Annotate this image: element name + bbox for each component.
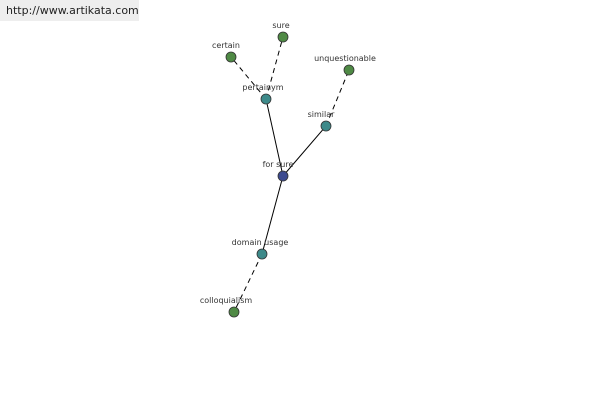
label-unquestionable: unquestionable xyxy=(314,54,376,63)
watermark-banner: http://www.artikata.com xyxy=(0,0,139,21)
edge-for-sure-to-similar xyxy=(282,125,327,177)
node-sure[interactable] xyxy=(277,31,289,43)
node-pertainym[interactable] xyxy=(260,93,272,105)
label-domain-usage: domain usage xyxy=(232,238,289,247)
edge-pertainym-to-certain xyxy=(230,56,267,100)
edge-for-sure-to-domain-usage xyxy=(261,175,284,255)
label-similar: similar xyxy=(308,110,336,119)
label-colloquialism: colloquialism xyxy=(200,296,253,305)
graph-edges xyxy=(230,36,350,313)
node-similar[interactable] xyxy=(320,120,332,132)
node-colloquialism[interactable] xyxy=(228,306,240,318)
label-for-sure: for sure xyxy=(263,160,294,169)
edge-similar-to-unquestionable xyxy=(325,69,350,127)
graph-nodes xyxy=(225,31,355,318)
graph-labels: for sure pertainym similar domain usage cert… xyxy=(200,21,376,305)
label-sure: sure xyxy=(272,21,289,30)
node-certain[interactable] xyxy=(225,51,237,63)
label-pertainym: pertainym xyxy=(242,83,283,92)
edge-domain-usage-to-colloquialism xyxy=(233,253,263,313)
watermark-text: http://www.artikata.com xyxy=(6,4,139,17)
edge-for-sure-to-pertainym xyxy=(265,98,284,177)
node-for-sure[interactable] xyxy=(277,170,289,182)
edge-pertainym-to-sure xyxy=(265,36,284,100)
node-domain-usage[interactable] xyxy=(256,248,268,260)
node-unquestionable[interactable] xyxy=(343,64,355,76)
label-certain: certain xyxy=(212,41,240,50)
